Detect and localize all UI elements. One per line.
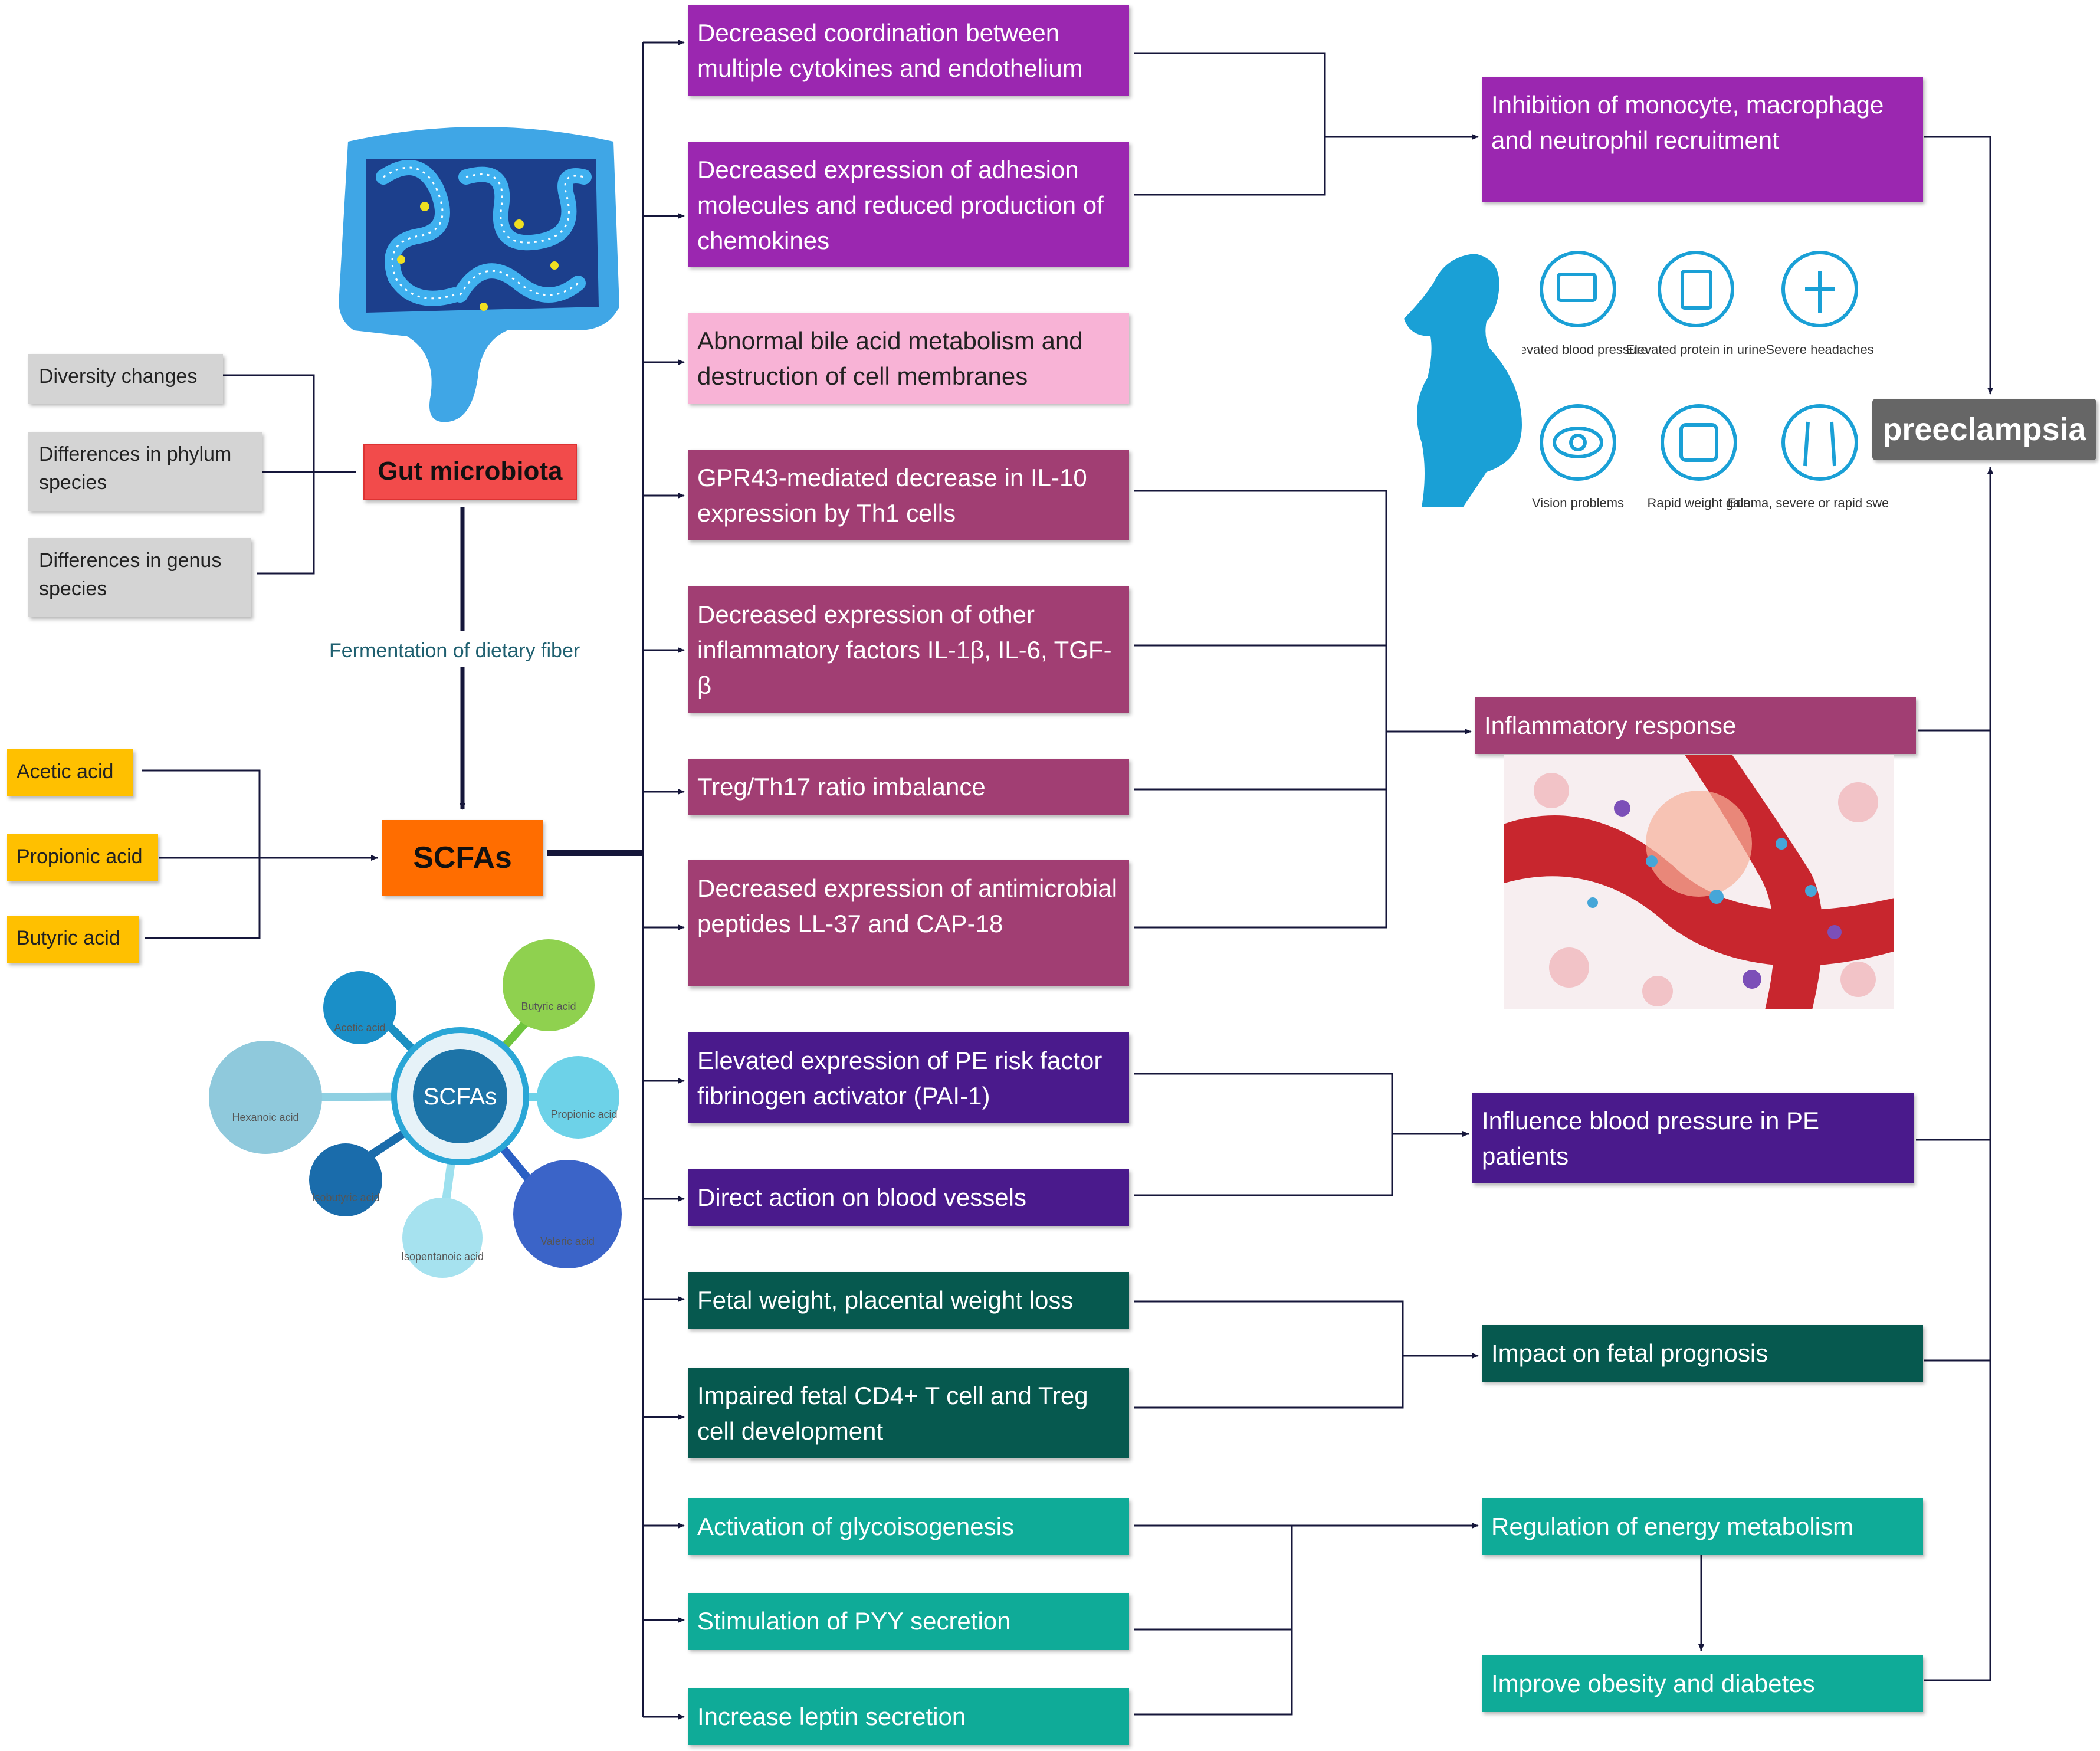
symptom-label-5: Rapid weight gain — [1648, 496, 1751, 510]
intestine-illustration — [339, 127, 619, 422]
isopentanoic-node-label: Isopentanoic acid — [401, 1251, 484, 1263]
butyric-acid-box: Butyric acid — [7, 916, 139, 963]
mechanism-label-2: Decreased expression of adhesion molecul… — [697, 156, 1104, 254]
propionic-acid-box: Propionic acid — [7, 834, 158, 881]
hexanoic-node — [209, 1041, 322, 1154]
outcome-obesity-label: Improve obesity and diabetes — [1491, 1670, 1815, 1697]
headache-icon — [1781, 251, 1858, 327]
valeric-node — [513, 1160, 622, 1268]
blood-pressure-icon — [1540, 251, 1616, 327]
propionic-node-label: Propionic acid — [550, 1109, 617, 1120]
symptom-label-6: Edema, severe or rapid swelling — [1727, 496, 1888, 510]
symptom-label-3: Severe headaches — [1766, 342, 1873, 357]
outcome-blood-pressure-label: Influence blood pressure in PE patients — [1482, 1107, 1820, 1170]
hexanoic-node-label: Hexanoic acid — [232, 1111, 298, 1123]
wheel-center-label: SCFAs — [424, 1084, 497, 1110]
outcome-obesity-box: Improve obesity and diabetes — [1482, 1655, 1923, 1712]
diversity-changes-box: Diversity changes — [28, 354, 223, 404]
mechanism-box-8: Elevated expression of PE risk factor fi… — [688, 1032, 1129, 1123]
mechanism-label-13: Stimulation of PYY secretion — [697, 1607, 1011, 1635]
genus-differences-label: Differences in genus species — [39, 549, 222, 600]
mechanism-label-14: Increase leptin secretion — [697, 1703, 966, 1730]
outcome-inflammatory-label: Inflammatory response — [1484, 711, 1737, 739]
mechanism-label-11: Impaired fetal CD4+ T cell and Treg cell… — [697, 1382, 1088, 1445]
gut-microbiota-label: Gut microbiota — [378, 457, 563, 486]
genus-differences-box: Differences in genus species — [28, 538, 251, 617]
symptom-label-2: Elevated protein in urine — [1626, 342, 1766, 357]
mechanism-label-6: Treg/Th17 ratio imbalance — [697, 773, 986, 801]
outcome-recruitment-box: Inhibition of monocyte, macrophage and n… — [1482, 77, 1923, 202]
scfa-wheel: SCFAs Acetic acid Butyric acid Propionic… — [209, 939, 622, 1278]
butyric-node-label: Butyric acid — [521, 1001, 576, 1012]
weight-gain-icon — [1661, 404, 1737, 481]
symptom-label-4: Vision problems — [1532, 496, 1624, 510]
gut-microbiota-box: Gut microbiota — [363, 444, 577, 500]
preeclampsia-box: preeclampsia — [1872, 399, 2096, 460]
acetic-acid-label: Acetic acid — [17, 760, 114, 783]
mechanism-box-2: Decreased expression of adhesion molecul… — [688, 142, 1129, 267]
butyric-acid-label: Butyric acid — [17, 927, 120, 949]
outcome-blood-pressure-box: Influence blood pressure in PE patients — [1472, 1093, 1914, 1183]
pregnant-woman-icon — [1404, 254, 1522, 507]
mechanism-box-13: Stimulation of PYY secretion — [688, 1593, 1129, 1650]
mechanism-box-5: Decreased expression of other inflammato… — [688, 586, 1129, 713]
mechanism-label-3: Abnormal bile acid metabolism and destru… — [697, 327, 1083, 390]
mechanism-label-1: Decreased coordination between multiple … — [697, 19, 1083, 82]
mechanism-label-8: Elevated expression of PE risk factor fi… — [697, 1047, 1102, 1110]
scfas-label: SCFAs — [413, 841, 512, 875]
acetic-acid-box: Acetic acid — [7, 749, 133, 796]
symptom-label-1: Elevated blood pressure — [1522, 342, 1648, 357]
phylum-differences-label: Differences in phylum species — [39, 443, 232, 494]
phylum-differences-box: Differences in phylum species — [28, 432, 262, 511]
mechanism-box-7: Decreased expression of antimicrobial pe… — [688, 860, 1129, 986]
propionic-acid-label: Propionic acid — [17, 845, 143, 868]
preeclampsia-label: preeclampsia — [1882, 412, 2086, 447]
mechanism-label-7: Decreased expression of antimicrobial pe… — [697, 874, 1118, 937]
mechanism-box-3: Abnormal bile acid metabolism and destru… — [688, 313, 1129, 404]
acetic-node — [323, 971, 396, 1044]
outcome-inflammatory-box: Inflammatory response — [1475, 697, 1916, 754]
valeric-node-label: Valeric acid — [540, 1235, 595, 1247]
mechanism-box-4: GPR43-mediated decrease in IL-10 express… — [688, 450, 1129, 540]
outcome-energy-box: Regulation of energy metabolism — [1482, 1498, 1923, 1555]
isobutyric-node — [309, 1143, 382, 1216]
mechanism-box-11: Impaired fetal CD4+ T cell and Treg cell… — [688, 1368, 1129, 1458]
mechanism-label-4: GPR43-mediated decrease in IL-10 express… — [697, 464, 1087, 527]
diversity-changes-label: Diversity changes — [39, 365, 198, 388]
mechanism-label-5: Decreased expression of other inflammato… — [697, 601, 1112, 699]
isopentanoic-node — [402, 1198, 483, 1278]
fermentation-label: Fermentation of dietary fiber — [329, 640, 580, 662]
butyric-node — [503, 939, 595, 1031]
edema-icon — [1781, 404, 1858, 481]
mechanism-box-9: Direct action on blood vessels — [688, 1169, 1129, 1226]
mechanism-box-14: Increase leptin secretion — [688, 1688, 1129, 1745]
mechanism-box-10: Fetal weight, placental weight loss — [688, 1272, 1129, 1329]
mechanism-box-6: Treg/Th17 ratio imbalance — [688, 759, 1129, 815]
symptom-icon-grid: Elevated blood pressure Elevated protein… — [1522, 251, 1888, 510]
outcome-fetal-box: Impact on fetal prognosis — [1482, 1325, 1923, 1382]
mechanism-label-12: Activation of glycoisogenesis — [697, 1513, 1014, 1540]
scfas-box: SCFAs — [382, 820, 543, 896]
outcome-fetal-label: Impact on fetal prognosis — [1491, 1339, 1768, 1367]
mechanism-label-9: Direct action on blood vessels — [697, 1183, 1026, 1211]
isobutyric-node-label: Isobutyric acid — [311, 1192, 379, 1204]
mechanism-label-10: Fetal weight, placental weight loss — [697, 1286, 1074, 1314]
propionic-node — [537, 1056, 619, 1139]
mechanism-box-12: Activation of glycoisogenesis — [688, 1498, 1129, 1555]
inflammation-illustration — [1504, 755, 1894, 1009]
outcome-energy-label: Regulation of energy metabolism — [1491, 1513, 1854, 1540]
outcome-recruitment-label: Inhibition of monocyte, macrophage and n… — [1491, 91, 1884, 154]
urine-protein-icon — [1658, 251, 1734, 327]
vision-icon — [1540, 404, 1616, 481]
acetic-node-label: Acetic acid — [334, 1022, 385, 1034]
mechanism-box-1: Decreased coordination between multiple … — [688, 5, 1129, 96]
